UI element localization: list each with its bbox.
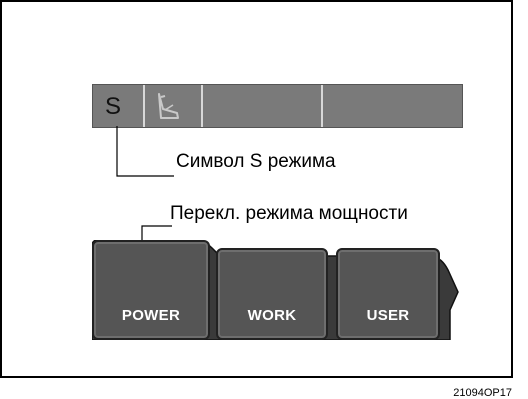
display-cell-empty-1 <box>203 85 323 127</box>
mode-button-panel: POWER WORK USER <box>92 240 464 340</box>
power-button-label: POWER <box>121 307 181 324</box>
mode-display-strip: S <box>92 84 463 128</box>
mode-symbol: S <box>105 93 122 120</box>
seat-tilt-icon <box>158 93 179 119</box>
display-cell-seat <box>145 85 203 127</box>
work-button[interactable]: WORK <box>216 248 328 340</box>
user-button[interactable]: USER <box>336 248 440 340</box>
power-switch-callout: Перекл. режима мощности <box>170 203 408 224</box>
display-cell-empty-2 <box>323 85 462 127</box>
user-button-label: USER <box>366 307 410 324</box>
power-button[interactable]: POWER <box>92 240 210 340</box>
work-button-label: WORK <box>247 307 297 324</box>
display-cell-mode: S <box>93 85 145 127</box>
frame-top-border <box>0 0 513 2</box>
mode-symbol-callout: Символ S режима <box>176 151 336 172</box>
illustration-frame <box>0 0 513 378</box>
frame-left-border <box>0 0 2 378</box>
figure-code: 21094OP17 <box>453 387 512 399</box>
